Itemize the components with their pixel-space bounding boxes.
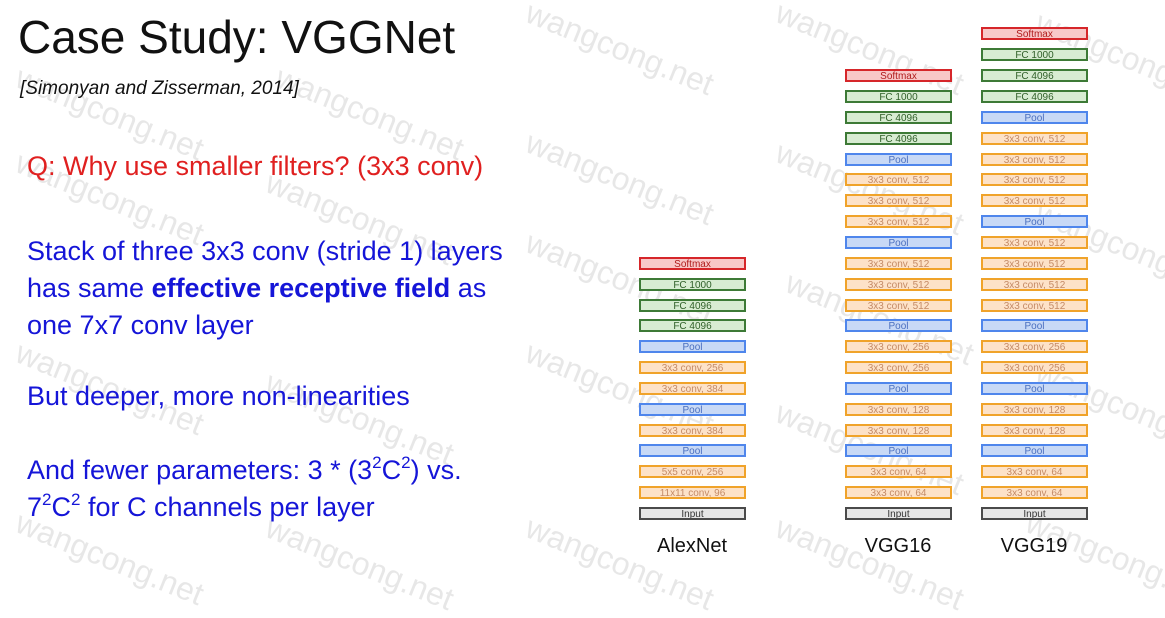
- watermark-text: wangcong.net: [520, 124, 719, 233]
- vgg16-layer-pool: Pool: [845, 235, 952, 249]
- vgg19-layer-fc: FC 4096: [981, 69, 1088, 83]
- vgg16-layer-pool: Pool: [845, 152, 952, 166]
- alexnet-layer-pool: Pool: [639, 402, 746, 416]
- vgg16-layer-conv: 3x3 conv, 512: [845, 194, 952, 208]
- vgg16-layer-conv: 3x3 conv, 128: [845, 423, 952, 437]
- stack-line-2: has same effective receptive field as: [27, 270, 503, 307]
- alexnet-layer-pool: Pool: [639, 444, 746, 458]
- vgg16-layer-fc: FC 4096: [845, 110, 952, 124]
- network-label-vgg16: VGG16: [864, 535, 932, 557]
- vgg16-layer-pool: Pool: [845, 444, 952, 458]
- vgg19-layer-conv: 3x3 conv, 512: [981, 277, 1088, 291]
- alexnet-layer-fc: FC 1000: [639, 277, 746, 291]
- alexnet-layer-conv: 5x5 conv, 256: [639, 465, 746, 479]
- vgg16-layer-conv: 3x3 conv, 64: [845, 465, 952, 479]
- citation: [Simonyan and Zisserman, 2014]: [20, 78, 299, 99]
- vgg19-layer-conv: 3x3 conv, 512: [981, 131, 1088, 145]
- fewer-line-2-b: C: [51, 492, 72, 522]
- question-text: Q: Why use smaller filters? (3x3 conv): [27, 151, 484, 181]
- vgg16-layer-conv: 3x3 conv, 256: [845, 361, 952, 374]
- vgg19-layer-fc: FC 1000: [981, 48, 1088, 62]
- fewer-line-2-sup1: 2: [42, 490, 52, 509]
- vgg19-layer-pool: Pool: [981, 215, 1088, 229]
- vgg16-layer-conv: 3x3 conv, 512: [845, 277, 952, 291]
- vgg19-layer-conv: 3x3 conv, 64: [981, 465, 1088, 479]
- vgg16-layer-pool: Pool: [845, 319, 952, 333]
- vgg16-layer-conv: 3x3 conv, 512: [845, 298, 952, 312]
- alexnet-layer-input: Input: [639, 507, 746, 520]
- watermark-text: wangcong.net: [770, 509, 969, 618]
- alexnet-layer-fc: FC 4096: [639, 298, 746, 312]
- alexnet-layer-conv: 3x3 conv, 256: [639, 361, 746, 374]
- fewer-line-2-c: for C channels per layer: [80, 492, 375, 522]
- fewer-line-1-b: C: [381, 455, 402, 485]
- alexnet-layer-softmax: Softmax: [639, 256, 746, 270]
- vgg19-layer-conv: 3x3 conv, 512: [981, 235, 1088, 249]
- watermark-text: wangcong.net: [1020, 504, 1165, 613]
- fewer-line-2-a: 7: [27, 492, 43, 522]
- vgg19-layer-conv: 3x3 conv, 512: [981, 173, 1088, 187]
- alexnet-layer-conv: 11x11 conv, 96: [639, 486, 746, 500]
- fewer-line-1-a: And fewer parameters: 3 * (3: [27, 455, 373, 485]
- vgg16-layer-conv: 3x3 conv, 512: [845, 173, 952, 187]
- stack-line-2-post: as: [450, 273, 487, 303]
- vgg19-layer-pool: Pool: [981, 444, 1088, 458]
- stack-line-2-pre: has same: [27, 273, 152, 303]
- vgg19-layer-input: Input: [981, 507, 1088, 520]
- network-label-vgg19: VGG19: [1000, 535, 1068, 557]
- fewer-line-2-sup2: 2: [71, 490, 81, 509]
- vgg16-layer-conv: 3x3 conv, 64: [845, 486, 952, 500]
- vgg19-layer-conv: 3x3 conv, 256: [981, 340, 1088, 354]
- fewer-line-2: 72C2 for C channels per layer: [27, 489, 462, 526]
- vgg19-layer-conv: 3x3 conv, 512: [981, 194, 1088, 208]
- watermark-text: wangcong.net: [770, 0, 969, 103]
- vgg19-layer-fc: FC 4096: [981, 90, 1088, 103]
- vgg16-layer-conv: 3x3 conv, 128: [845, 402, 952, 416]
- vgg19-layer-pool: Pool: [981, 381, 1088, 395]
- vgg16-layer-softmax: Softmax: [845, 69, 952, 83]
- alexnet-layer-conv: 3x3 conv, 384: [639, 423, 746, 437]
- fewer-line-1-sup1: 2: [372, 453, 382, 472]
- vgg19-layer-conv: 3x3 conv, 128: [981, 402, 1088, 416]
- vgg16-layer-conv: 3x3 conv, 512: [845, 256, 952, 270]
- vgg19-layer-pool: Pool: [981, 319, 1088, 333]
- stack-line-3: one 7x7 conv layer: [27, 310, 254, 340]
- alexnet-layer-pool: Pool: [639, 340, 746, 354]
- vgg16-layer-fc: FC 4096: [845, 131, 952, 145]
- stack-paragraph: Stack of three 3x3 conv (stride 1) layer…: [27, 233, 503, 344]
- vgg19-layer-conv: 3x3 conv, 64: [981, 486, 1088, 500]
- stack-line-1: Stack of three 3x3 conv (stride 1) layer…: [27, 236, 503, 266]
- vgg19-layer-conv: 3x3 conv, 512: [981, 298, 1088, 312]
- fewer-line-1: And fewer parameters: 3 * (32C2) vs.: [27, 452, 462, 489]
- watermark-text: wangcong.net: [520, 0, 719, 103]
- vgg19-layer-softmax: Softmax: [981, 27, 1088, 41]
- alexnet-layer-fc: FC 4096: [639, 319, 746, 333]
- vgg16-layer-pool: Pool: [845, 381, 952, 395]
- deeper-text: But deeper, more non-linearities: [27, 381, 410, 411]
- slide-title: Case Study: VGGNet: [18, 11, 456, 63]
- fewer-line-1-sup2: 2: [401, 453, 411, 472]
- effective-receptive-field-emphasis: effective receptive field: [151, 273, 451, 303]
- vgg19-layer-conv: 3x3 conv, 128: [981, 423, 1088, 437]
- vgg16-layer-conv: 3x3 conv, 256: [845, 340, 952, 354]
- fewer-parameters-paragraph: And fewer parameters: 3 * (32C2) vs. 72C…: [27, 452, 462, 526]
- watermark-text: wangcong.net: [520, 509, 719, 618]
- alexnet-layer-conv: 3x3 conv, 384: [639, 381, 746, 395]
- vgg16-layer-fc: FC 1000: [845, 90, 952, 103]
- vgg19-layer-conv: 3x3 conv, 512: [981, 152, 1088, 166]
- vgg19-layer-conv: 3x3 conv, 512: [981, 256, 1088, 270]
- vgg16-layer-conv: 3x3 conv, 512: [845, 215, 952, 229]
- network-label-alexnet: AlexNet: [656, 535, 728, 557]
- fewer-line-1-c: ) vs.: [410, 455, 462, 485]
- vgg19-layer-pool: Pool: [981, 110, 1088, 124]
- vgg16-layer-input: Input: [845, 507, 952, 520]
- vgg19-layer-conv: 3x3 conv, 256: [981, 361, 1088, 374]
